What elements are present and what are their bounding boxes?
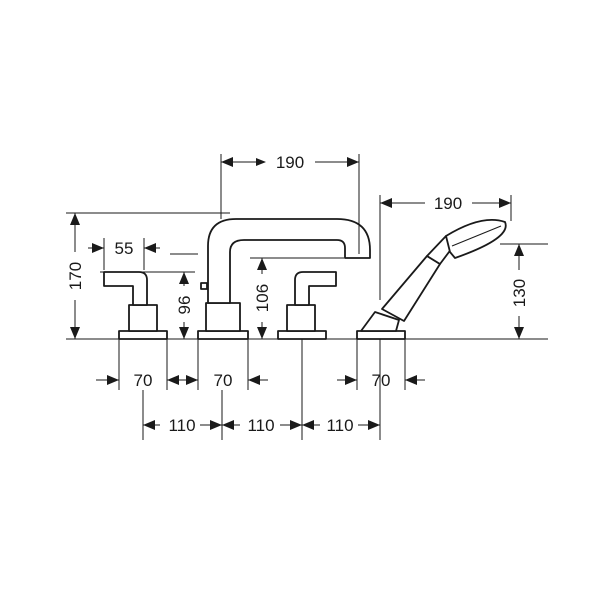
extension-lines: [66, 154, 548, 440]
hand-shower: [356, 219, 507, 340]
dim-label-handshower-height: 130: [510, 279, 529, 307]
dim-handshower-height: 130: [510, 244, 529, 339]
dim-label-handle-width: 55: [115, 239, 134, 258]
dim-label-spout-height: 106: [253, 284, 272, 312]
dim-label-base-1: 70: [134, 371, 153, 390]
dim-label-base-2: 70: [214, 371, 233, 390]
right-handle: [277, 271, 337, 340]
dim-handshower-width: 190: [380, 194, 511, 213]
dim-label-spout-width: 190: [276, 153, 304, 172]
dim-label-spacing-1: 110: [168, 416, 195, 435]
dim-base-1: 70: [96, 371, 185, 390]
dim-handle-height: 96: [175, 272, 194, 339]
dim-spout-width: 190: [221, 153, 359, 172]
dim-spacing-1: 110: [143, 416, 222, 435]
dim-spout-height: 106: [253, 258, 272, 339]
dim-spacing-3: 110: [302, 416, 380, 435]
dim-handle-width: 55: [88, 239, 160, 258]
dim-spacing-2: 110: [222, 416, 302, 435]
dim-base-3: 70: [337, 371, 425, 390]
dim-label-spacing-2: 110: [247, 416, 274, 435]
spout: [197, 218, 371, 340]
dim-base-2: 70: [185, 371, 268, 390]
dim-total-height: 170: [66, 213, 85, 339]
dim-label-handle-height: 96: [175, 296, 194, 315]
dim-label-base-3: 70: [372, 371, 391, 390]
dim-label-total-height: 170: [66, 262, 85, 290]
dim-label-spacing-3: 110: [326, 416, 353, 435]
dim-label-handshower-width: 190: [434, 194, 462, 213]
left-handle: [103, 271, 168, 340]
